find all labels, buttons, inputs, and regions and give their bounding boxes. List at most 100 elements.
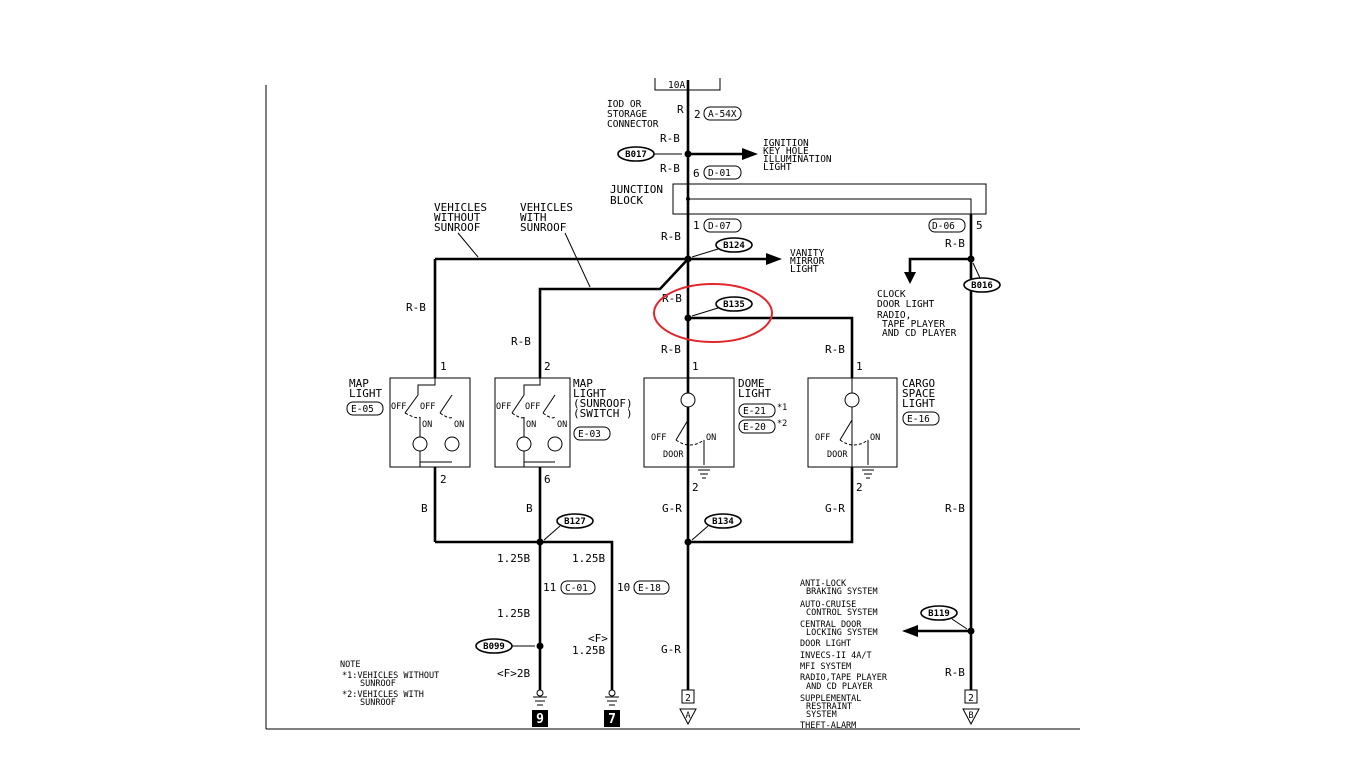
- system-item: RESTRAINT: [806, 702, 852, 712]
- component-label: MAP: [349, 377, 369, 390]
- continuation-label: B: [968, 711, 973, 721]
- system-item: LOCKING SYSTEM: [806, 628, 878, 638]
- ground-9: 9: [532, 689, 548, 727]
- pin-number: 1: [856, 360, 863, 373]
- iod-label: STORAGE: [607, 109, 647, 120]
- pin-number: 2: [692, 481, 699, 494]
- system-item: DOOR LIGHT: [800, 639, 851, 649]
- connector-code: E-03: [578, 429, 601, 440]
- system-list: ANTI-LOCK BRAKING SYSTEM AUTO-CRUISE CON…: [800, 579, 888, 731]
- pin-number: 1: [692, 360, 699, 373]
- wire-color: R-B: [945, 502, 965, 515]
- clock-list-item: AND CD PLAYER: [882, 328, 957, 339]
- pin-number: 2: [440, 473, 447, 486]
- pin-number: 6: [693, 167, 700, 180]
- splice-b099: B099: [483, 642, 505, 652]
- cargo-space-light: OFF ON DOOR CARGO SPACE LIGHT E-16 1 2: [807, 360, 940, 494]
- note: NOTE *1:VEHICLES WITHOUT SUNROOF *2:VEHI…: [340, 660, 439, 708]
- note-line: SUNROOF: [360, 679, 396, 689]
- component-label: (SUNROOF): [573, 397, 633, 410]
- note-ref: *1: [777, 403, 787, 413]
- continuation-b: 2 B: [962, 689, 980, 726]
- without-sunroof-label: WITHOUT: [434, 211, 481, 224]
- wire-color: R: [677, 103, 684, 116]
- connector-code: C-01: [565, 583, 588, 594]
- junction-label: BLOCK: [610, 194, 643, 207]
- off-label: OFF: [420, 402, 435, 412]
- pin-number: 2: [685, 693, 691, 704]
- wire-color: G-R: [662, 502, 682, 515]
- component-label: LIGHT: [738, 387, 771, 400]
- ground-number: 9: [536, 712, 544, 727]
- wire-size: 1.25B: [572, 552, 605, 565]
- connector-code: E-20: [743, 422, 766, 433]
- pin-number: 1: [440, 360, 447, 373]
- system-item: SYSTEM: [806, 710, 837, 720]
- map-light-sunroof: OFF OFF ON ON MAP LIGHT (SUNROOF) (SWITC…: [494, 360, 633, 486]
- on-label: ON: [557, 420, 567, 430]
- with-sunroof-label: VEHICLES: [520, 201, 573, 214]
- connector-code: D-01: [708, 168, 731, 179]
- connector-code: E-05: [351, 404, 374, 415]
- door-label: DOOR: [827, 450, 848, 460]
- wire-color: R-B: [945, 237, 965, 250]
- ground-icon: [862, 469, 874, 479]
- vanity-label: VANITY: [790, 248, 825, 259]
- connector-code: D-06: [932, 221, 955, 232]
- off-label: OFF: [525, 402, 540, 412]
- map-light: OFF OFF ON ON MAP LIGHT E-05 1 2: [346, 360, 471, 486]
- note-line: *2:VEHICLES WITH: [342, 690, 424, 700]
- ground-icon: [698, 469, 710, 479]
- splice-label: B017: [625, 150, 647, 160]
- wire-color: R-B: [945, 666, 965, 679]
- splice-b016: B016: [971, 281, 993, 291]
- arrow-ignition-icon: [742, 148, 758, 160]
- wire-color: B: [526, 502, 533, 515]
- clock-list-item: RADIO,: [877, 310, 911, 321]
- wire-color: R-B: [662, 292, 682, 305]
- splice-b124: B124: [723, 241, 745, 251]
- note-line: SUNROOF: [360, 698, 396, 708]
- system-item: AUTO-CRUISE: [800, 600, 856, 610]
- wire-color: G-R: [825, 502, 845, 515]
- component-label: LIGHT: [349, 387, 382, 400]
- wire-size: 1.25B: [497, 607, 530, 620]
- pin-number: 2: [694, 108, 701, 121]
- system-item: THEFT-ALARM: [800, 721, 856, 731]
- continuation-label: A: [685, 711, 690, 721]
- wire-color: B: [421, 502, 428, 515]
- system-item: INVECS-II 4A/T: [800, 651, 872, 661]
- ignition-label: KEY HOLE: [763, 146, 809, 157]
- component-label: SPACE: [902, 387, 935, 400]
- wire-size: 1.25B: [497, 552, 530, 565]
- ground-number: 7: [608, 712, 616, 727]
- pin-number: 5: [976, 219, 983, 232]
- pin-number: 11: [543, 581, 556, 594]
- component-label: DOME: [738, 377, 765, 390]
- on-label: ON: [706, 433, 716, 443]
- connector-code: A-54X: [708, 109, 737, 120]
- system-item: BRAKING SYSTEM: [806, 587, 878, 597]
- system-item: CENTRAL DOOR: [800, 620, 862, 630]
- fuse-label: 10A: [668, 80, 685, 91]
- splice-b135: B135: [723, 300, 745, 310]
- system-item: CONTROL SYSTEM: [806, 608, 878, 618]
- vanity-label: LIGHT: [790, 264, 819, 275]
- wire-color: R-B: [661, 230, 681, 243]
- on-label: ON: [870, 433, 880, 443]
- junction-dots: [536, 150, 975, 650]
- wires: [433, 80, 973, 690]
- off-label: OFF: [815, 433, 830, 443]
- splice-b127: B127: [564, 517, 586, 527]
- wire-marker: <F>: [588, 632, 608, 645]
- wire-size: <F>2B: [497, 667, 530, 680]
- without-sunroof-label: SUNROOF: [434, 221, 480, 234]
- wire-color: R-B: [406, 301, 426, 314]
- connector-code: E-16: [907, 414, 930, 425]
- clock-list-item: CLOCK: [877, 289, 906, 300]
- wire-color: R-B: [825, 343, 845, 356]
- ground-7: 7: [604, 689, 620, 727]
- system-item: RADIO,TAPE PLAYER: [800, 673, 888, 683]
- note-title: NOTE: [340, 660, 360, 670]
- arrow-vanity-icon: [766, 253, 782, 265]
